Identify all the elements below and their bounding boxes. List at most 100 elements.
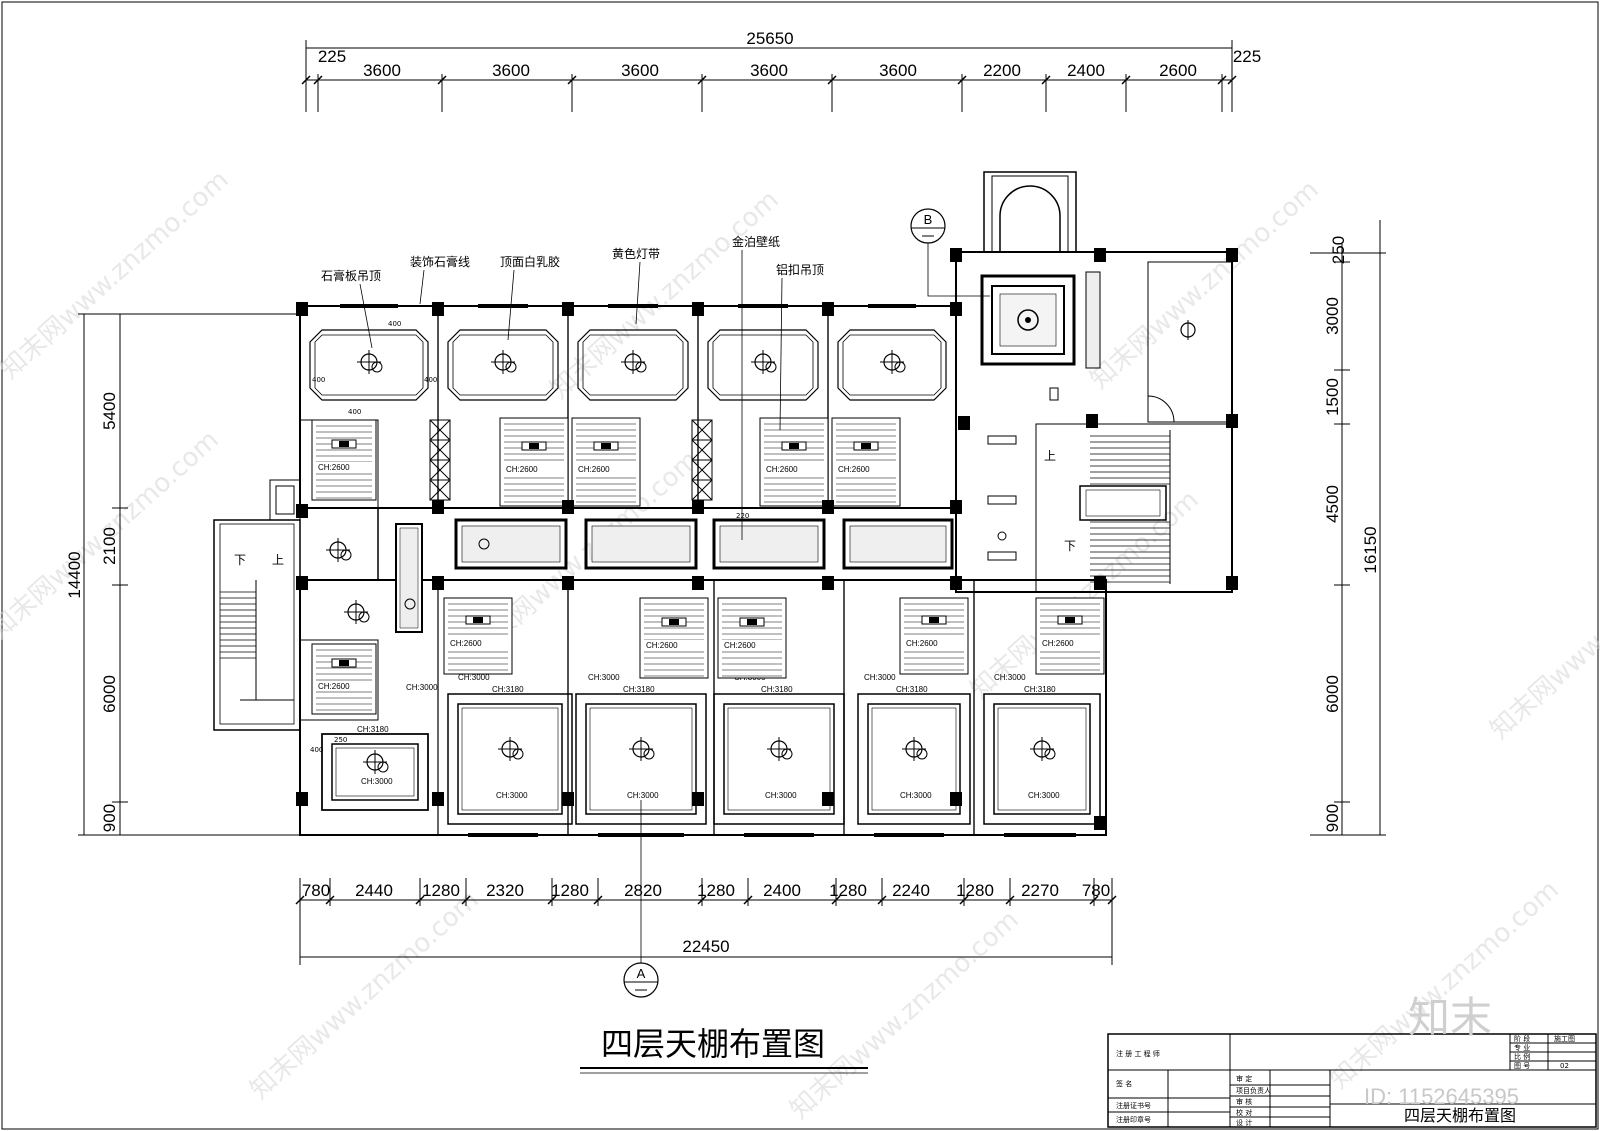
watermark-layer: 知末网www.znzmo.com 知末网www.znzmo.com 知末网www… [0, 165, 1600, 1125]
square-ceiling-inner [335, 747, 415, 797]
axis-marker-b: B [910, 208, 990, 297]
dimension-tick [697, 895, 707, 905]
structural-column [822, 576, 834, 590]
right-total-dimension: 16150 [1361, 526, 1380, 573]
label-backing [314, 681, 374, 691]
bottom-dim-segment: 2270 [1021, 881, 1059, 900]
shaft-box [429, 479, 451, 501]
structural-column [1094, 576, 1106, 590]
structural-column [692, 792, 704, 806]
bottom-dim-segment: 1280 [829, 881, 867, 900]
ceiling-height-label: CH:2600 [578, 465, 610, 474]
structural-column [432, 302, 444, 316]
watermark: 知末网www.znzmo.com [0, 165, 235, 385]
ceiling-height-label: CH:2600 [318, 682, 350, 691]
tb-approved: 审 定 [1236, 1074, 1252, 1083]
octagonal-ceiling-inner [842, 334, 942, 396]
top-dim-segment: 3600 [750, 61, 788, 80]
label-yellow-light-strip: 黄色灯带 [612, 247, 660, 261]
right-dim-segment: 6000 [1323, 675, 1342, 713]
ceiling-height-label: CH:3000 [588, 673, 620, 682]
square-ceiling-inner [461, 707, 559, 811]
tb-seal-no: 注册印章号 [1116, 1115, 1151, 1124]
bottom-dim-segment: 2400 [763, 881, 801, 900]
light-fixture-icon [340, 549, 352, 561]
light-fixture-icon [643, 748, 655, 760]
gold-foil-panel [849, 525, 947, 563]
square-ceiling [857, 693, 971, 825]
ceiling-height-label: CH:2600 [838, 465, 870, 474]
top-dim-segment: 3600 [363, 61, 401, 80]
square-ceiling-inner [727, 707, 831, 811]
octagonal-ceiling-inner [582, 334, 684, 396]
ceiling-height-label: CH:2600 [646, 641, 678, 650]
tb-check: 校 对 [1236, 1108, 1252, 1117]
label-aluminum-ceiling: 铝扣吊顶 [776, 262, 824, 277]
small-dimension: 400 [310, 746, 323, 754]
top-dim-segment: 2400 [1067, 61, 1105, 80]
light-box-frame [454, 518, 568, 570]
square-ceiling-inner [457, 703, 563, 815]
ceiling-height-label: CH:2600 [906, 639, 938, 648]
ceiling-height-label: CH:3000 [765, 791, 797, 800]
label-gypsum-board-ceiling: 石膏板吊顶 [321, 268, 381, 283]
watermark: 知末网www.znzmo.com [545, 185, 785, 405]
dimension-tick [957, 75, 967, 85]
axis-label-b: B [924, 212, 933, 227]
dimension-tick [697, 75, 707, 85]
bottom-dim-segment: 2240 [892, 881, 930, 900]
small-dimension: 250 [334, 736, 347, 744]
exhaust-fan-icon [929, 617, 939, 623]
ceiling-height-label: CH:3180 [492, 685, 524, 694]
watermark: 知末网www.znzmo.com [1485, 525, 1600, 745]
structural-column [950, 576, 962, 590]
right-dimension-chain: 250 3000 1500 4500 6000 900 16150 [1310, 220, 1386, 836]
structural-column [822, 792, 834, 806]
top-total-dimension: 25650 [746, 29, 793, 48]
left-dim-segment: 5400 [100, 392, 119, 430]
structural-column [822, 302, 834, 316]
tb-review: 审 核 [1236, 1097, 1252, 1106]
aluminum-ceiling-panel [1035, 597, 1105, 675]
ceiling-height-label: CH:3000 [406, 683, 438, 692]
exhaust-fan-icon [747, 619, 757, 625]
light-box-frame [584, 518, 698, 570]
light-fixture-icon [1044, 748, 1056, 760]
label-backing [1038, 638, 1102, 648]
exhaust-fan-icon [529, 443, 539, 449]
structural-column [950, 248, 962, 262]
top-dim-segment: 3600 [621, 61, 659, 80]
exhaust-fan-icon [789, 443, 799, 449]
square-ceiling-inner [867, 703, 961, 815]
light-fixture-icon [894, 361, 906, 373]
octagonal-ceiling [577, 329, 689, 401]
ceiling-height-label: CH:3180 [761, 685, 793, 694]
ceiling-height-label: CH:2600 [766, 465, 798, 474]
dimension-tick [1107, 895, 1117, 905]
downlight-icon [404, 598, 416, 610]
structural-column [958, 416, 970, 430]
bottom-dim-segment: 2820 [624, 881, 662, 900]
ceiling-height-label: CH:3180 [357, 725, 389, 734]
ceiling-height-label: CH:2600 [450, 639, 482, 648]
aluminum-ceiling-panel [899, 597, 969, 675]
left-total-dimension: 14400 [65, 551, 84, 598]
tb-engineer: 注 册 工 程 师 [1116, 1049, 1160, 1058]
octagonal-ceiling [447, 329, 559, 401]
top-dim-segment: 3600 [879, 61, 917, 80]
dimension-tick [547, 895, 557, 905]
exhaust-fan-icon [669, 619, 679, 625]
dimension-tick [743, 895, 753, 905]
ceiling-height-label: CH:3180 [623, 685, 655, 694]
ceiling-height-label: CH:3000 [864, 673, 896, 682]
ceiling-height-label: CH:3000 [994, 673, 1026, 682]
label-backing [314, 462, 374, 472]
light-fixture-icon [377, 761, 389, 773]
right-dim-segment: 1500 [1323, 378, 1342, 416]
small-dimension: 220 [736, 512, 749, 520]
tb-scale: 比 例 [1514, 1052, 1530, 1061]
tb-sheet-title: 四层天棚布置图 [1404, 1106, 1516, 1125]
floor-plan: 下 上 CH:3180CH:3000CH:3000CH:3180CH:3000C… [213, 171, 1238, 837]
